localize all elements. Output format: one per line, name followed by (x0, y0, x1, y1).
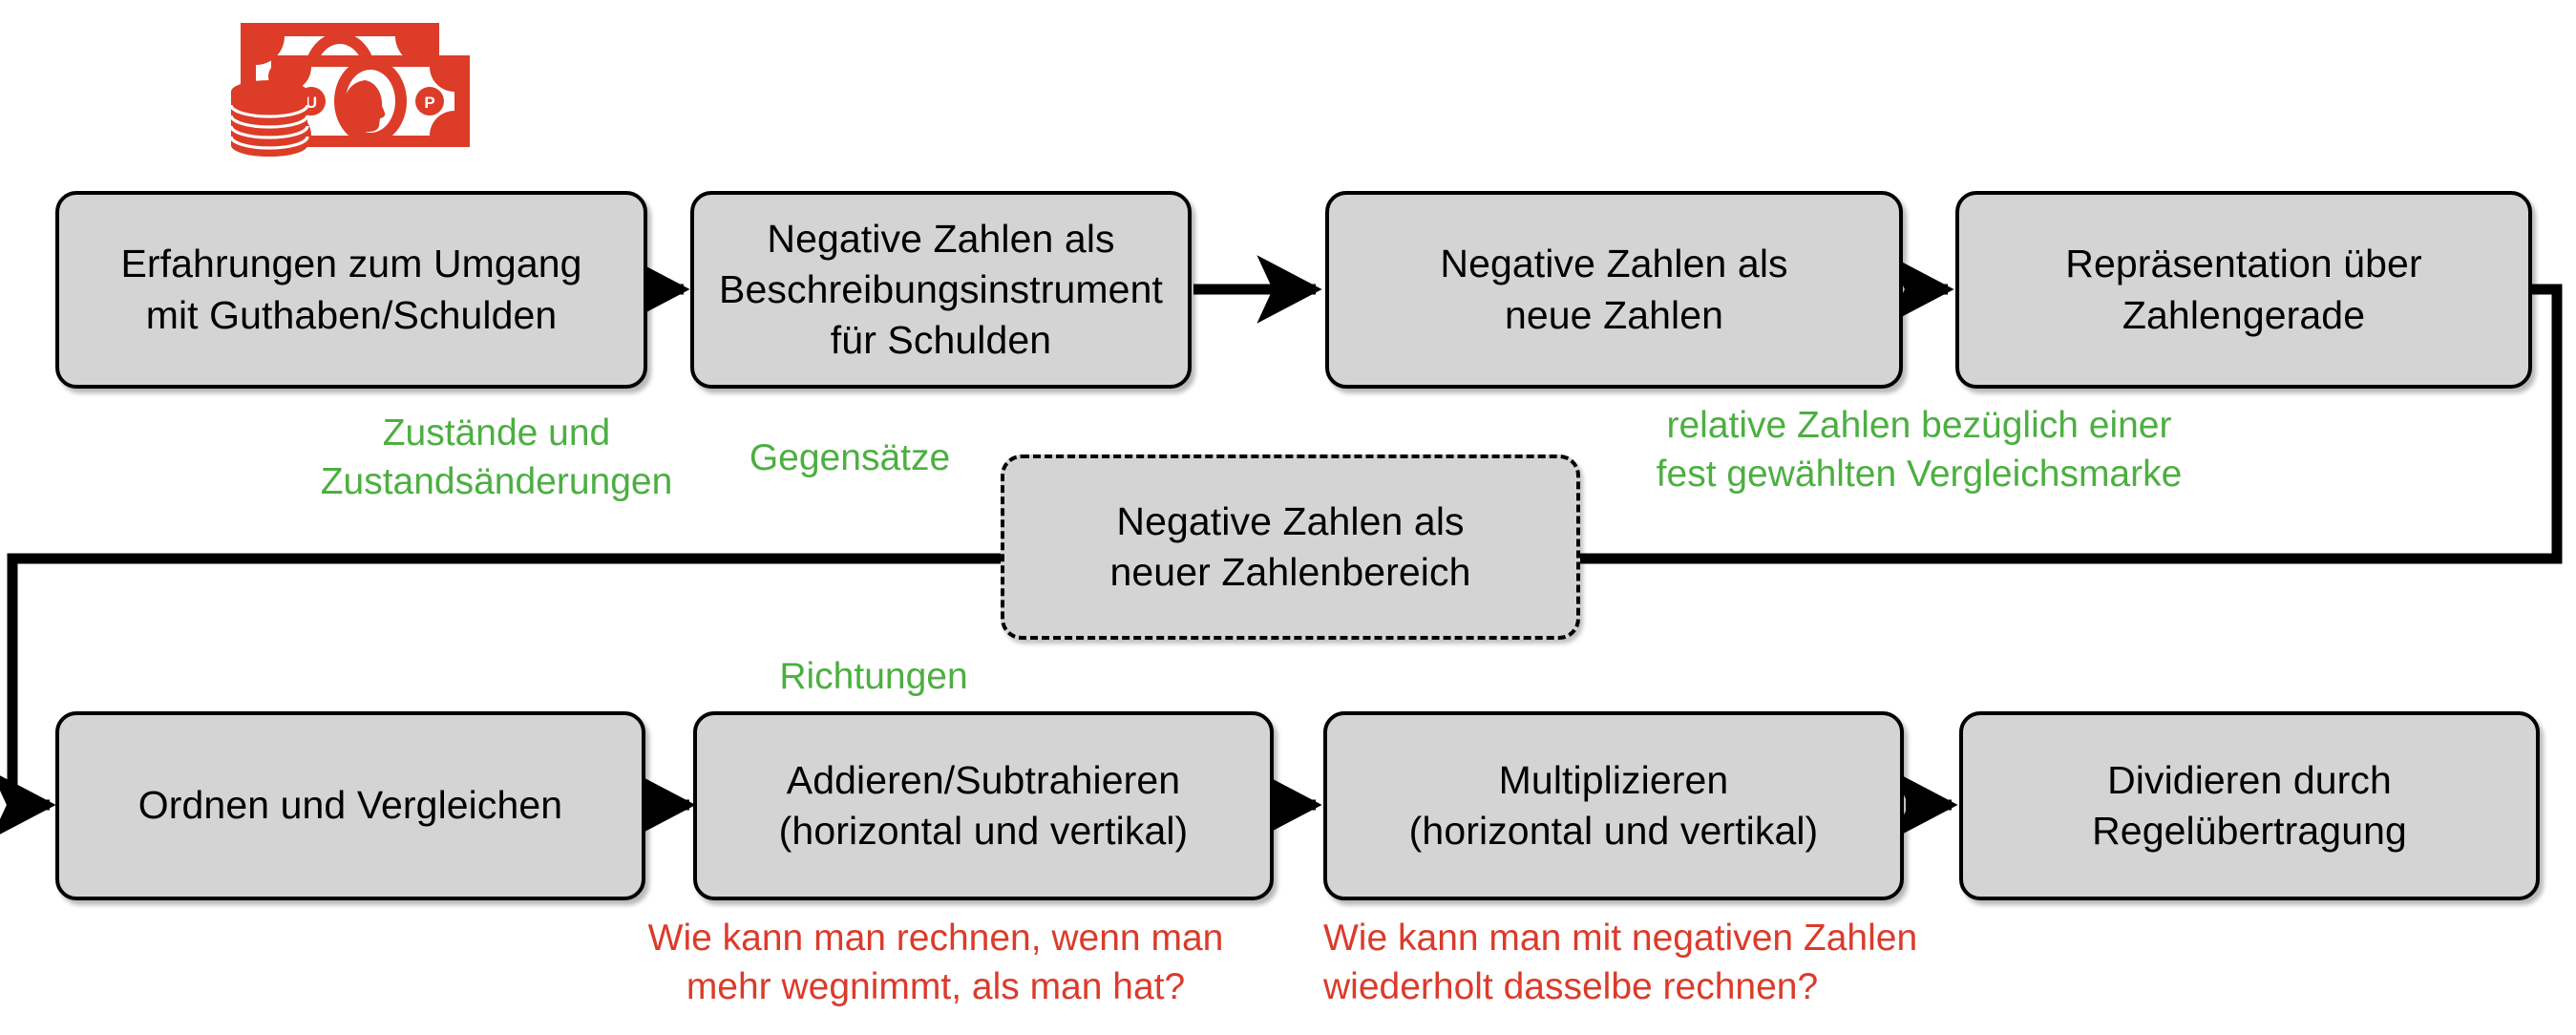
annotation-relative-zahlen: relative Zahlen bezüglich einer fest gew… (1614, 401, 2225, 499)
annotation-richtungen: Richtungen (726, 652, 1022, 701)
node-ordnen-vergleichen[interactable]: Ordnen und Vergleichen (55, 711, 645, 900)
annotation-line: wiederholt dasselbe rechnen? (1323, 966, 1819, 1008)
node-zahlengerade[interactable]: Repräsentation über Zahlengerade (1955, 191, 2532, 389)
node-line: Repräsentation über (2065, 242, 2422, 286)
node-line: Negative Zahlen als (1440, 242, 1788, 286)
coin-stack-icon (229, 80, 309, 157)
node-line: mit Guthaben/Schulden (145, 292, 558, 337)
annotation-line: relative Zahlen bezüglich einer (1666, 405, 2172, 446)
node-line: Negative Zahlen als (1116, 498, 1465, 543)
annotation-line: mehr wegnimmt, als man hat? (686, 966, 1186, 1008)
node-line: Zahlengerade (2122, 292, 2366, 337)
wrap-connector (7, 284, 2563, 805)
node-dividieren[interactable]: Dividieren durch Regelübertragung (1959, 711, 2540, 900)
node-line: Regelübertragung (2092, 809, 2407, 853)
node-line: Erfahrungen zum Umgang (120, 242, 582, 286)
money-bills-and-coins-icon: U P (212, 13, 479, 157)
node-line: Addieren/Subtrahieren (786, 757, 1181, 802)
annotation-line: Zustandsänderungen (320, 461, 673, 503)
node-erfahrungen[interactable]: Erfahrungen zum Umgang mit Guthaben/Schu… (55, 191, 647, 389)
node-line: neuer Zahlenbereich (1109, 550, 1471, 594)
bill-letter-right: P (424, 94, 434, 112)
node-multiplizieren[interactable]: Multiplizieren (horizontal und vertikal) (1323, 711, 1904, 900)
node-line: Beschreibungsinstrument (719, 266, 1163, 311)
annotation-line: Wie kann man rechnen, wenn man (647, 918, 1224, 959)
annotation-line: Gegensätze (749, 437, 951, 478)
annotation-frage-rechnen: Wie kann man rechnen, wenn man mehr wegn… (592, 914, 1279, 1012)
annotation-line: Richtungen (779, 656, 968, 697)
annotation-zustaende: Zustände und Zustandsänderungen (267, 409, 726, 507)
annotation-line: Wie kann man mit negativen Zahlen (1323, 918, 1918, 959)
node-addieren-subtrahieren[interactable]: Addieren/Subtrahieren (horizontal und ve… (693, 711, 1274, 900)
node-line: für Schulden (830, 318, 1052, 363)
node-line: Dividieren durch (2107, 757, 2392, 802)
annotation-line: fest gewählten Vergleichsmarke (1656, 454, 2183, 496)
node-line: Negative Zahlen als (767, 216, 1115, 261)
node-line: (horizontal und vertikal) (778, 809, 1189, 853)
node-line: neue Zahlen (1504, 292, 1724, 337)
node-line: Multiplizieren (1498, 757, 1729, 802)
node-beschreibungsinstrument[interactable]: Negative Zahlen als Beschreibungsinstrum… (690, 191, 1192, 389)
node-neuer-zahlenbereich[interactable]: Negative Zahlen als neuer Zahlenbereich (1001, 454, 1580, 640)
annotation-frage-wiederholt: Wie kann man mit negativen Zahlen wieder… (1323, 914, 2030, 1012)
node-line: (horizontal und vertikal) (1408, 809, 1819, 853)
annotation-line: Zustände und (382, 412, 611, 454)
node-neue-zahlen[interactable]: Negative Zahlen als neue Zahlen (1325, 191, 1903, 389)
node-line: Ordnen und Vergleichen (137, 783, 563, 828)
annotation-gegensaetze: Gegensätze (697, 433, 1003, 482)
